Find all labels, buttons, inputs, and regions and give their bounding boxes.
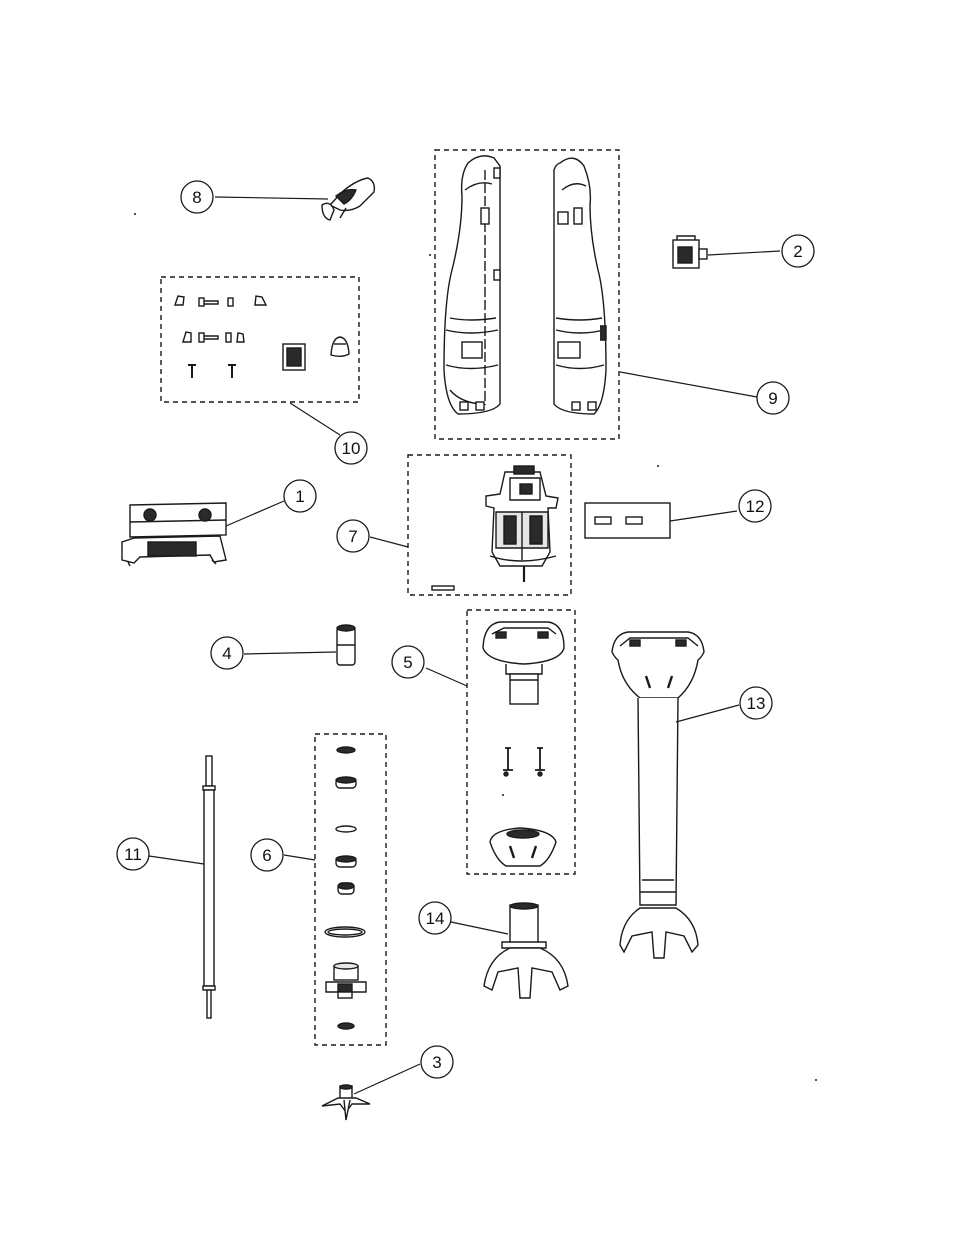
callout-label-11: 11 [124,845,142,864]
leader-10 [290,403,340,435]
part-4-coupler [337,625,355,665]
callout-label-10: 10 [342,439,361,458]
callout-label-2: 2 [793,242,802,261]
callout-6: 6 [251,839,283,871]
part-6-bearing-kit [315,734,386,1045]
leader-4 [244,652,336,654]
leader-12 [670,511,737,521]
callout-label-7: 7 [348,527,357,546]
callout-label-6: 6 [262,846,271,865]
part-1-mounting-bracket [122,503,226,566]
leader-11 [149,856,204,864]
leader-5 [426,668,467,686]
callout-label-4: 4 [222,644,231,663]
callout-label-3: 3 [432,1053,441,1072]
callout-12: 12 [739,490,771,522]
callout-5: 5 [392,646,424,678]
callout-4: 4 [211,637,243,669]
part-9-motor-housing [435,150,619,439]
part-11-drive-shaft [203,756,215,1018]
callout-13: 13 [740,687,772,719]
callout-9: 9 [757,382,789,414]
leader-2 [708,251,780,255]
leader-14 [451,922,508,934]
callout-label-5: 5 [403,653,412,672]
callout-1: 1 [284,480,316,512]
leader-13 [676,705,739,722]
leader-1 [226,501,284,526]
part-8-cord-clip [322,178,374,220]
part-14-guard-foot [484,903,568,998]
callout-label-13: 13 [747,694,766,713]
callout-label-14: 14 [426,909,445,928]
leader-8 [215,197,328,199]
part-2-connector [673,236,707,268]
leader-3 [354,1064,420,1094]
part-7-motor-assembly [408,455,571,595]
callout-7: 7 [337,520,369,552]
callout-2: 2 [782,235,814,267]
callout-label-12: 12 [746,497,765,516]
part-10-hardware-kit [161,277,359,402]
callout-label-9: 9 [768,389,777,408]
callout-11: 11 [117,838,149,870]
part-13-blending-shaft [612,632,704,958]
leader-6 [284,855,315,860]
callout-3: 3 [421,1046,453,1078]
callout-label-1: 1 [295,487,304,506]
callout-8: 8 [181,181,213,213]
leader-9 [620,372,757,397]
part-12-switch-plate [585,503,670,538]
callout-label-8: 8 [192,188,201,207]
callout-10: 10 [335,432,367,464]
part-5-collar-assembly [467,610,575,874]
leader-7 [370,537,408,547]
callout-14: 14 [419,902,451,934]
